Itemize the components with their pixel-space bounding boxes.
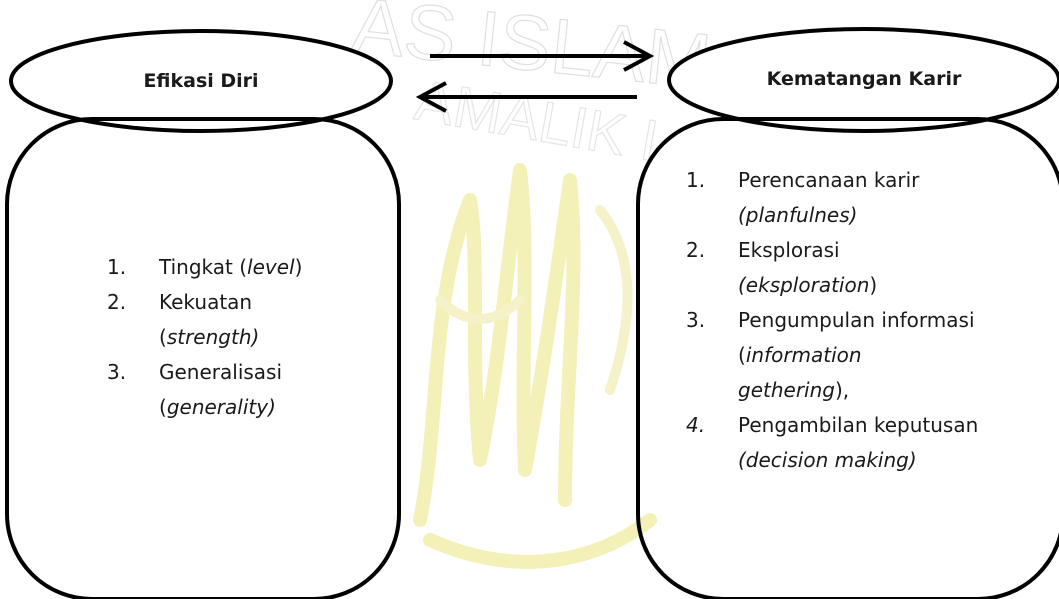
watermark-emblem [413, 163, 657, 569]
left-node-title: Efikasi Diri [143, 70, 259, 92]
list-item-text-pre: Generalisasi [159, 360, 283, 384]
list-item-line: Tingkat (level) [159, 250, 387, 285]
list-item-text-it: (decision making) [738, 448, 917, 472]
arrow-left [415, 81, 637, 113]
list-item-line: (generality) [159, 390, 387, 425]
list-item-line: gethering), [738, 373, 1056, 408]
list-item-line: Kekuatan [159, 285, 387, 320]
list-item-text-pre: ( [738, 343, 746, 367]
list-item-line: Generalisasi [159, 355, 387, 390]
list-item-number: 1. [107, 255, 127, 279]
list-item-text-post: ), [834, 378, 850, 402]
right-list-item: 1. Perencanaan karir (planfulnes) [686, 163, 1056, 233]
list-item-text-it: level [247, 255, 295, 279]
list-item-line: (strength) [159, 320, 387, 355]
list-item-line: Eksplorasi [738, 233, 1056, 268]
list-item-number: 2. [107, 290, 127, 314]
right-list-item: 2. Eksplorasi (eksploration) [686, 233, 1056, 303]
list-item-text-pre: Pengambilan keputusan [738, 413, 979, 437]
list-item-number: 1. [686, 168, 706, 192]
list-item-text-pre: Kekuatan [159, 290, 253, 314]
list-item-line: Perencanaan karir [738, 163, 1056, 198]
list-item-line: (decision making) [738, 443, 1056, 478]
list-item-number: 2. [686, 238, 706, 262]
list-item-text-pre: Eksplorasi [738, 238, 840, 262]
right-node-title: Kematangan Karir [766, 68, 962, 90]
list-item-number: 4. [686, 413, 706, 437]
list-item-text-pre: ( [159, 325, 167, 349]
list-item-text-it: (eksploration [738, 273, 870, 297]
list-item-number: 3. [686, 308, 706, 332]
list-item-number: 3. [107, 360, 127, 384]
list-item-line: Pengambilan keputusan [738, 408, 1056, 443]
left-list-item: 3. Generalisasi (generality) [107, 355, 387, 425]
right-list-item: 4. Pengambilan keputusan (decision making) [686, 408, 1056, 478]
list-item-line: (planfulnes) [738, 198, 1056, 233]
left-list-item: 2. Kekuatan (strength) [107, 285, 387, 355]
left-box [5, 117, 401, 599]
right-box [636, 117, 1059, 599]
list-item-text-it: strength) [166, 325, 260, 349]
list-item-text-pre: Tingkat ( [159, 255, 248, 279]
list-item-line: (eksploration) [738, 268, 1056, 303]
list-item-text-pre: ( [159, 395, 167, 419]
left-indicator-list: 1.Tingkat (level)2.Kekuatan(strength)3.G… [107, 250, 387, 425]
list-item-line: (information [738, 338, 1056, 373]
watermark-emblem-inner [435, 205, 633, 395]
arrow-right [430, 40, 655, 72]
watermark: AS ISLAM AMALIK I [348, 0, 716, 569]
list-item-text-it: gethering [738, 378, 835, 402]
list-item-text-it: (planfulnes) [738, 203, 858, 227]
left-list-item: 1. Tingkat (level) [107, 250, 387, 285]
list-item-text-pre: Perencanaan karir [738, 168, 920, 192]
right-indicator-list: 1. Perencanaan karir (planfulnes) 2. Eksplor… [686, 163, 1056, 478]
list-item-text-it: generality) [166, 395, 276, 419]
list-item-text-pre: Pengumpulan informasi [738, 308, 975, 332]
list-item-text-it: information [745, 343, 862, 367]
left-node-ellipse [9, 29, 393, 133]
right-node-ellipse [667, 27, 1059, 133]
list-item-text-post: ) [294, 255, 303, 279]
list-item-text-post: ) [869, 273, 878, 297]
list-item-line: Pengumpulan informasi [738, 303, 1056, 338]
